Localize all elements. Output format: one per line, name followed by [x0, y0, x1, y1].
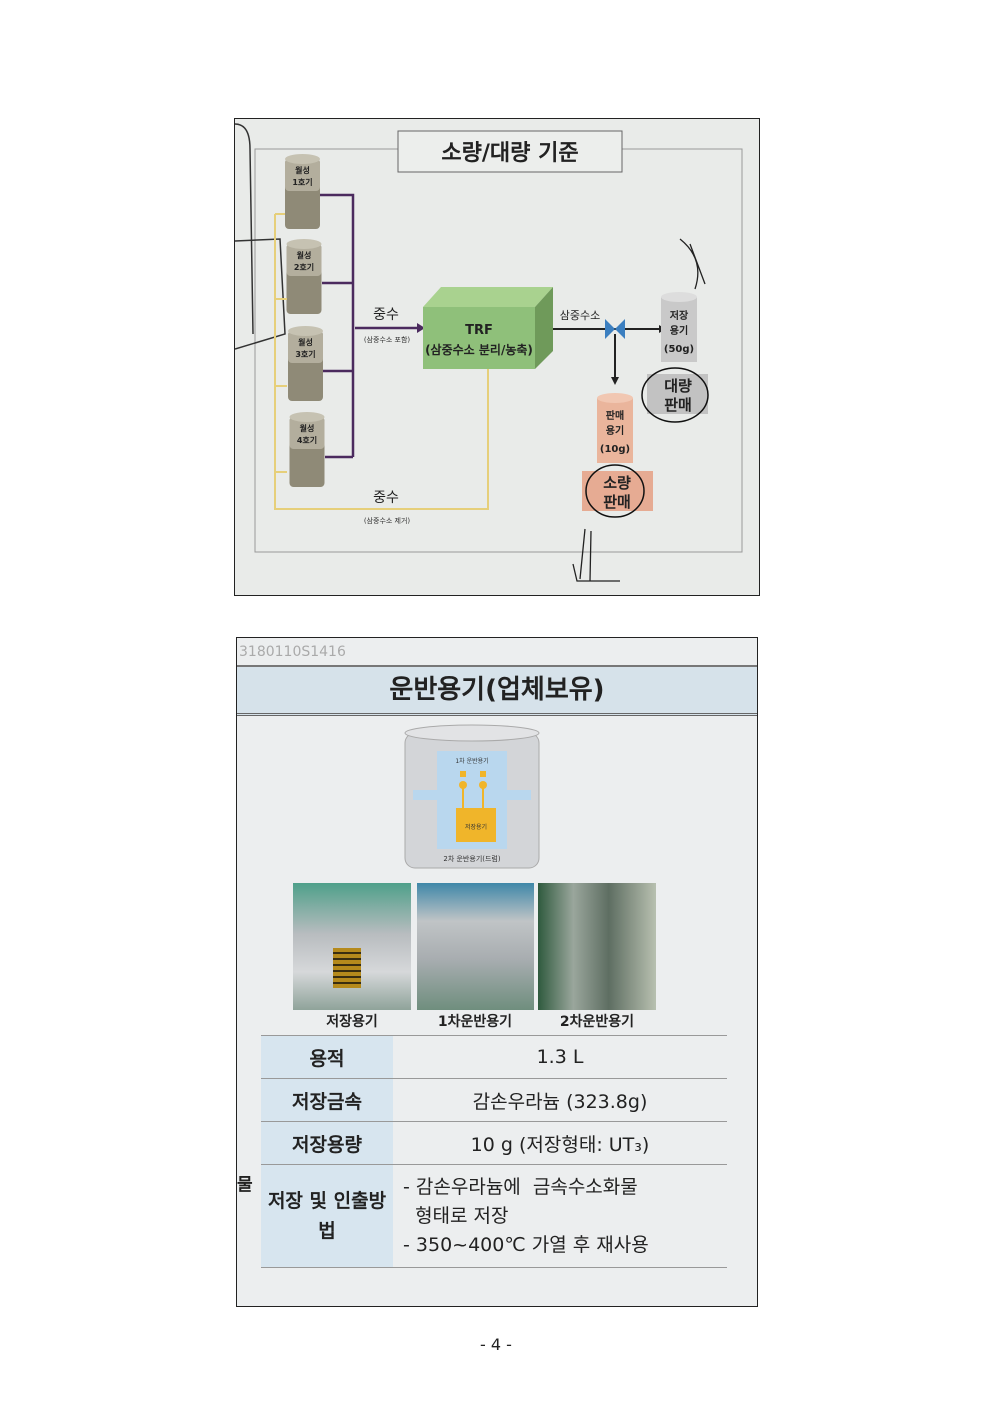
svg-text:월성: 월성 — [295, 165, 310, 175]
svg-text:월성: 월성 — [300, 423, 315, 433]
bulk-sale-box — [647, 374, 708, 414]
reactor-cylinder: 월성 4호기 — [289, 412, 325, 487]
tritium-label: 삼중수소 — [560, 309, 600, 322]
heavy-water-in-label: 중수 — [373, 307, 399, 323]
primary-transport-container-photo — [417, 883, 534, 1010]
svg-text:저장용기(50g): 저장용기(50g) — [664, 309, 694, 355]
reactor-cylinder: 월성 1호기 — [285, 154, 320, 229]
valve-icon — [605, 319, 625, 339]
svg-text:3호기: 3호기 — [295, 349, 315, 359]
watermark: 3180110S1416 — [239, 644, 346, 660]
side-text: 물 — [237, 1175, 253, 1195]
svg-text:저장용기: 저장용기 — [465, 823, 487, 831]
svg-text:1호기: 1호기 — [292, 177, 312, 187]
drum-diagram: 1차 운반용기 저장용기 2차 운반용기(드럼) — [404, 724, 540, 869]
svg-text:월성: 월성 — [298, 337, 313, 347]
svg-text:1차 운반용기: 1차 운반용기 — [455, 757, 488, 765]
diagram-title: 소량/대량 기준 — [441, 141, 578, 166]
svg-text:월성: 월성 — [297, 250, 312, 260]
caption-storage: 저장용기 — [326, 1014, 378, 1030]
method-label: 저장 및 인출방법 — [261, 1164, 393, 1268]
heavy-water-out-note: (삼중수소 제거) — [364, 516, 411, 525]
transport-container-slide-photo: 운반용기(업체보유) 3180110S1416 1차 운반용기 저장용기 2차 … — [236, 637, 758, 1307]
caption-primary: 1차운반용기 — [437, 1014, 513, 1030]
small-sale-box — [582, 471, 653, 511]
svg-text:(삼중수소 분리/농축): (삼중수소 분리/농축) — [425, 342, 533, 357]
heavy-water-out-label: 중수 — [373, 490, 399, 506]
storage-container-photo — [293, 883, 411, 1010]
svg-text:2차 운반용기(드럼): 2차 운반용기(드럼) — [443, 854, 500, 863]
slide-title: 운반용기(업체보유) — [237, 665, 757, 716]
page-number: - 4 - — [480, 1335, 512, 1354]
secondary-transport-container-photo — [538, 883, 656, 1010]
svg-text:2호기: 2호기 — [294, 262, 314, 272]
reactor-cylinder: 월성 3호기 — [288, 326, 323, 401]
svg-text:TRF: TRF — [465, 323, 493, 338]
reactor-cylinder: 월성 2호기 — [286, 239, 322, 314]
caption-secondary: 2차운반용기 — [559, 1014, 635, 1030]
trf-unit: TRF (삼중수소 분리/농축) — [423, 287, 553, 369]
table-row: 저장 및 인출방법- 감손우라늄에 금속수소화물 형태로 저장- 350~400… — [261, 1164, 727, 1268]
heavy-water-in-note: (삼중수소 포함) — [364, 335, 411, 344]
svg-text:4호기: 4호기 — [297, 435, 317, 445]
